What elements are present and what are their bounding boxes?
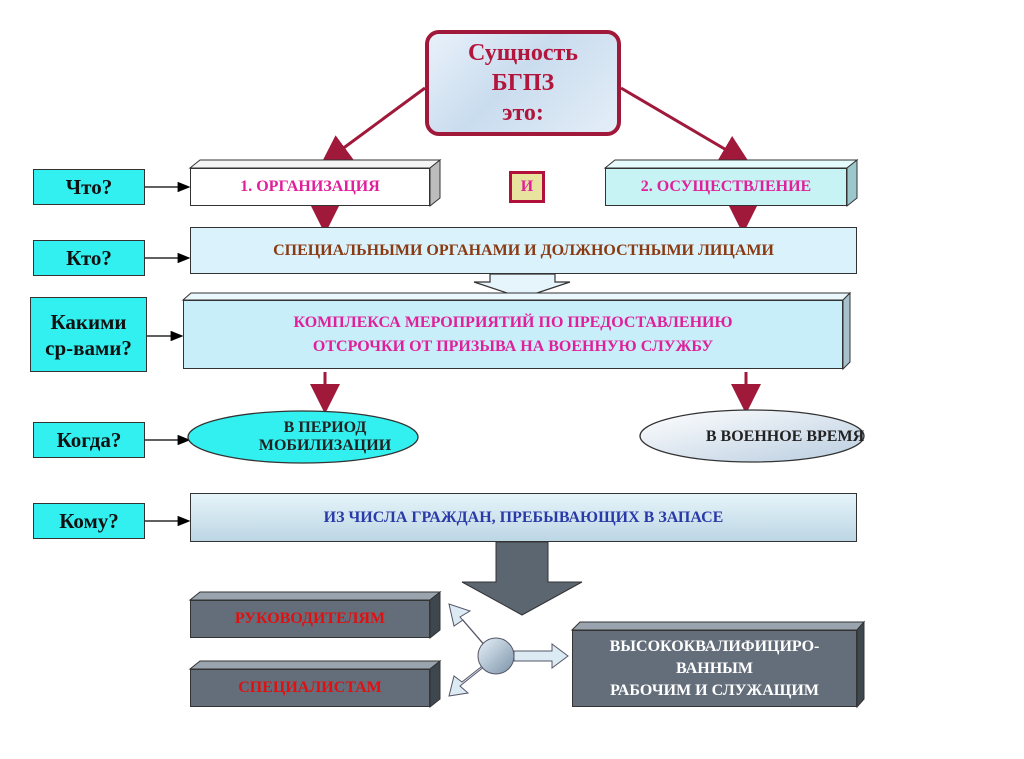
specialists-box: СПЕЦИАЛИСТАМ [190, 669, 430, 707]
implementation-box: 2. ОСУЩЕСТВЛЕНИЕ [605, 168, 847, 206]
wartime-label: В ВОЕННОЕ ВРЕМЯ [705, 428, 865, 445]
whom-bar: ИЗ ЧИСЛА ГРАЖДАН, ПРЕБЫВАЮЩИХ В ЗАПАСЕ [190, 493, 857, 542]
who-bar: СПЕЦИАЛЬНЫМИ ОРГАНАМИ И ДОЛЖНОСТНЫМИ ЛИЦ… [190, 227, 857, 274]
organization-box: 1. ОРГАНИЗАЦИЯ [190, 168, 430, 206]
question-who: Кто? [33, 240, 145, 276]
question-means: Какими ср-вами? [30, 297, 147, 372]
arrow-title-to-organization [320, 86, 426, 166]
question-means-line-1: Какими [50, 309, 127, 334]
leaders-box: РУКОВОДИТЕЛЯМ [190, 600, 430, 638]
distribution-hub [448, 603, 569, 697]
means-line-1: КОМПЛЕКСА МЕРОПРИЯТИЙ ПО ПРЕДОСТАВЛЕНИЮ [293, 313, 733, 331]
mobilization-label: В ПЕРИОД МОБИЛИЗАЦИИ [225, 417, 425, 457]
mobilization-line-1: В ПЕРИОД [283, 419, 367, 436]
title-box: Сущность БГПЗ это: [425, 30, 621, 136]
arrow-title-to-implementation [620, 86, 751, 165]
wartime-ellipse [639, 409, 865, 463]
title-line-1: Сущность [468, 40, 578, 66]
question-whom: Кому? [33, 503, 145, 539]
means-line-2: ОТСРОЧКИ ОТ ПРИЗЫВА НА ВОЕННУЮ СЛУЖБУ [312, 337, 714, 355]
workers-line-1: ВЫСОКОКВАЛИФИЦИРО- [609, 637, 820, 655]
question-means-line-2: ср-вами? [45, 335, 132, 360]
workers-line-2: ВАННЫМ [676, 659, 753, 677]
and-label: И [509, 171, 545, 203]
title-line-2: БГПЗ [491, 70, 555, 96]
question-when: Когда? [33, 422, 145, 458]
mobilization-line-2: МОБИЛИЗАЦИИ [258, 437, 392, 454]
workers-line-3: РАБОЧИМ И СЛУЖАЩИМ [610, 681, 819, 699]
question-what: Что? [33, 169, 145, 205]
means-bar: КОМПЛЕКСА МЕРОПРИЯТИЙ ПО ПРЕДОСТАВЛЕНИЮ … [183, 300, 843, 369]
title-line-3: это: [502, 100, 544, 126]
workers-box: ВЫСОКОКВАЛИФИЦИРО- ВАННЫМ РАБОЧИМ И СЛУЖ… [572, 630, 857, 707]
mobilization-ellipse [187, 410, 419, 464]
